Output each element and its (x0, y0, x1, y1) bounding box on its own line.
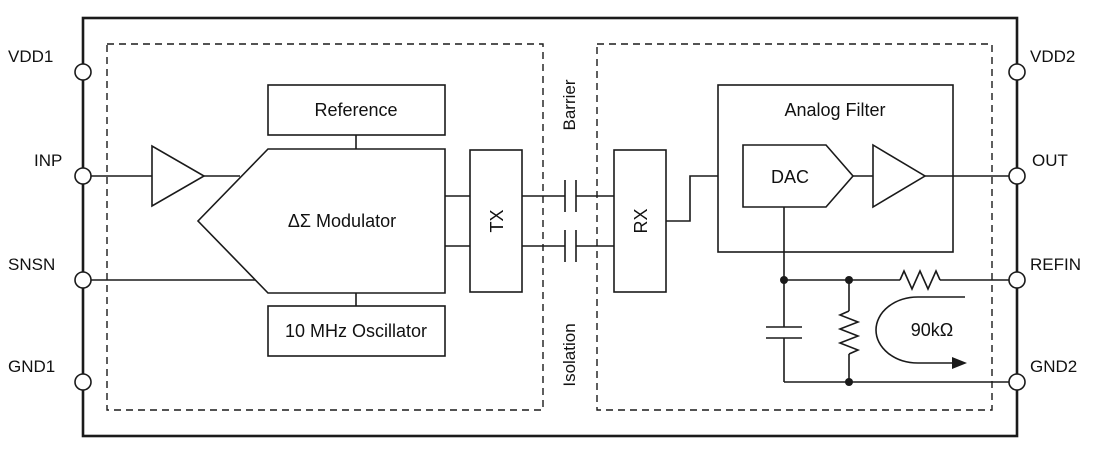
inp-pin (74, 167, 92, 185)
gnd1-label: GND1 (8, 357, 55, 376)
snsn-label: SNSN (8, 255, 55, 274)
package-outline (81, 16, 1019, 438)
shunt-resistor (837, 310, 861, 355)
modulator-label: ΔΣ Modulator (288, 211, 396, 231)
resistor-value-label: 90kΩ (911, 320, 953, 340)
reference-label: Reference (314, 100, 397, 120)
dac-block (742, 144, 855, 208)
dac-label: DAC (771, 167, 809, 187)
reference-block (267, 84, 446, 136)
out-pin (1008, 167, 1026, 185)
output-amplifier (872, 143, 927, 209)
vdd1-label: VDD1 (8, 47, 53, 66)
input-side-region (106, 43, 544, 411)
gnd1-pin (74, 373, 92, 391)
output-side-region (596, 43, 993, 411)
arrowhead-icon (952, 357, 967, 369)
vdd2-pin (1008, 63, 1026, 81)
vdd2-label: VDD2 (1030, 47, 1075, 66)
current-loop-arrow (875, 296, 965, 364)
out-label: OUT (1032, 151, 1068, 170)
oscillator-label: 10 MHz Oscillator (285, 321, 427, 341)
analog-filter-label: Analog Filter (784, 100, 885, 120)
refin-pin (1008, 271, 1026, 289)
gnd2-pin (1008, 373, 1026, 391)
gnd2-label: GND2 (1030, 357, 1077, 376)
series-resistor (899, 269, 941, 291)
tx-label: TX (487, 209, 507, 232)
tx-block (469, 149, 523, 293)
refin-label: REFIN (1030, 255, 1081, 274)
vdd1-pin (74, 63, 92, 81)
input-buffer-amplifier (151, 144, 206, 208)
isolation-label: Isolation (560, 323, 579, 386)
inp-label: INP (34, 151, 62, 170)
oscillator-block (267, 305, 446, 357)
rx-to-dac-wire (666, 175, 743, 222)
barrier-label: Barrier (560, 79, 579, 130)
snsn-pin (74, 271, 92, 289)
node-dot-3 (845, 378, 853, 386)
rx-label: RX (631, 208, 651, 233)
